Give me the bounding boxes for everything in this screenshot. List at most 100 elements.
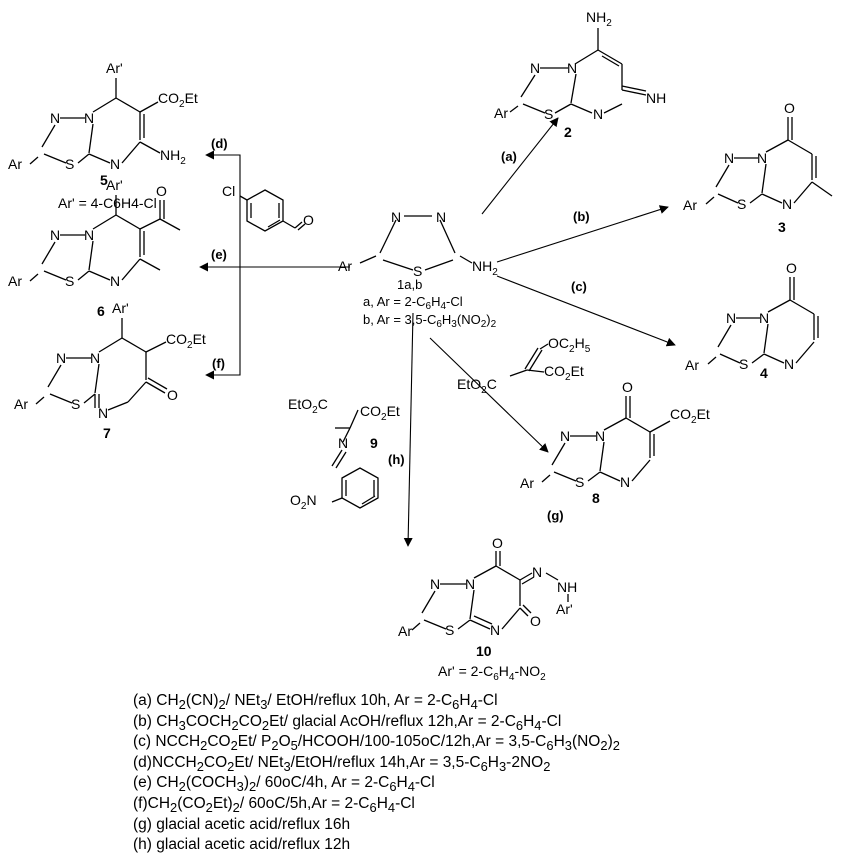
compound-6-o: O xyxy=(156,183,167,199)
compound-10-nh: NH xyxy=(557,579,577,595)
condition-e: (e) CH2(COCH3)2/ 60oC/4h, Ar = 2-C6H4-Cl xyxy=(133,774,435,795)
compound-8-ar: Ar xyxy=(520,475,534,491)
arrow-label-f: (f) xyxy=(212,356,225,371)
nh2-sub: 2 xyxy=(492,267,498,278)
compound-7-s: S xyxy=(71,396,80,412)
compound-10-ar: Ar xyxy=(398,623,412,639)
compound-4-label: 4 xyxy=(760,365,768,381)
compound-7-ester: CO2Et xyxy=(166,331,206,351)
compound-4-o: O xyxy=(786,260,797,276)
compound-4-n-ring: N xyxy=(784,356,794,372)
compound-2-structure: NH2 N N S N NH Ar 2 xyxy=(494,9,666,140)
compound-2-nh: NH xyxy=(646,90,666,106)
compound-6-n-bridge: N xyxy=(84,227,94,243)
compound-1-nh2: NH2 xyxy=(472,258,498,278)
compound-7-o: O xyxy=(167,387,178,403)
compound-6-n-ring: N xyxy=(110,273,120,289)
reaction-arrows xyxy=(199,117,676,547)
compound-6-s: S xyxy=(65,273,74,289)
compound-7-arprime: Ar' xyxy=(112,300,129,316)
compound-2-label: 2 xyxy=(564,124,572,140)
reagent-emme-ester2: CO2Et xyxy=(544,363,584,383)
arrow-label-b: (b) xyxy=(573,209,590,224)
compound-6-n-top: N xyxy=(50,227,60,243)
compound-1-ar: Ar xyxy=(338,258,352,274)
compound-8-n-ring: N xyxy=(620,474,630,490)
reagent-emme-ester1: EtO2C xyxy=(457,376,497,396)
condition-b: (b) CH3COCH2CO2Et/ glacial AcOH/reflux 1… xyxy=(133,712,562,733)
reagent-9-n: N xyxy=(338,435,348,451)
arrow-label-h: (h) xyxy=(388,452,405,467)
arrow-a xyxy=(481,117,559,215)
reagent-9-no2: O2N xyxy=(290,492,317,512)
compound-7-ar: Ar xyxy=(14,396,28,412)
nh2-text: NH xyxy=(472,258,492,274)
reagent-aldehyde-structure: Cl O xyxy=(222,183,314,232)
compound-1-n1: N xyxy=(391,209,401,225)
reagent-9-label: 9 xyxy=(370,435,378,451)
compound-10-n-top: N xyxy=(430,576,440,592)
compound-5-n-ring: N xyxy=(110,156,120,172)
compound-3-n-ring: N xyxy=(782,196,792,212)
compound-4-ar: Ar xyxy=(685,357,699,373)
reagent-emme-oet: OC2H5 xyxy=(548,335,591,355)
reagent-emme-structure: OC2H5 EtO2C CO2Et xyxy=(457,335,591,396)
compound-3-n-bridge: N xyxy=(757,150,767,166)
reagent-9-structure: EtO2C CO2Et N O2N 9 xyxy=(288,396,400,512)
compound-5-n-top: N xyxy=(50,110,60,126)
compound-1-label: 1a,b xyxy=(397,277,422,292)
compound-8-ester: CO2Et xyxy=(670,406,710,426)
compound-10-o-bottom: O xyxy=(530,613,541,629)
compound-5-arprime: Ar' xyxy=(106,60,123,76)
compound-2-n-bridge: N xyxy=(567,60,577,76)
compound-10-n-ring: N xyxy=(490,622,500,638)
arrow-c xyxy=(496,275,676,347)
compound-8-label: 8 xyxy=(592,490,600,506)
arrow-label-d: (d) xyxy=(211,136,228,151)
compound-5-label: 5 xyxy=(100,172,108,188)
compound-10-s: S xyxy=(445,622,454,638)
arrow-label-g: (g) xyxy=(547,508,564,523)
condition-f: (f)CH2(CO2Et)2/ 60oC/5h,Ar = 2-C6H4-Cl xyxy=(133,794,415,816)
compound-1-def-b: b, Ar = 3,5-C6H3(NO2)2 xyxy=(363,312,497,330)
compound-6-structure: Ar' O N N S N Ar 6 xyxy=(8,177,181,319)
compound-8-o: O xyxy=(622,379,633,395)
compound-2-s: S xyxy=(544,106,553,122)
conditions-legend: (a) CH2(CN)2/ NEt3/ EtOH/reflux 10h, Ar … xyxy=(133,691,620,856)
compound-7-n-bridge: N xyxy=(90,350,100,366)
condition-g: (g) glacial acetic acid/reflux 16h xyxy=(133,815,351,833)
reagent-aldehyde-cl: Cl xyxy=(222,183,235,199)
reagent-9-ester2: CO2Et xyxy=(360,403,400,423)
compound-4-structure: O N N S N Ar 4 xyxy=(685,260,819,381)
compound-6-label: 6 xyxy=(97,303,105,319)
compound-5-n-bridge: N xyxy=(84,110,94,126)
compound-7-structure: Ar' CO2Et N N S N O Ar 7 xyxy=(14,300,206,441)
compound-8-n-top: N xyxy=(560,428,570,444)
compound-5-structure: Ar' CO2Et N N S N NH2 Ar 5 Ar' = 4-C6H4-… xyxy=(8,60,198,211)
compound-7-label: 7 xyxy=(103,425,111,441)
arrow-label-e: (e) xyxy=(211,247,227,262)
compound-8-s: S xyxy=(575,474,584,490)
condition-h: (h) glacial acetic acid/reflux 12h xyxy=(133,836,351,854)
reagent-aldehyde-o: O xyxy=(303,212,314,228)
compound-1-s: S xyxy=(413,263,422,279)
compound-10-n-bridge: N xyxy=(465,576,475,592)
compound-5-ar: Ar xyxy=(8,156,22,172)
condition-d: (d)NCCH2CO2Et/ NEt3/EtOH/reflux 14h,Ar =… xyxy=(133,753,551,774)
compound-3-ar: Ar xyxy=(683,197,697,213)
arrow-h xyxy=(403,312,414,547)
compound-4-s: S xyxy=(739,356,748,372)
compound-7-n-ring: N xyxy=(98,405,108,421)
condition-a: (a) CH2(CN)2/ NEt3/ EtOH/reflux 10h, Ar … xyxy=(133,692,498,713)
compound-3-n-top: N xyxy=(724,150,734,166)
compound-10-n-azo: N xyxy=(532,564,542,580)
compound-10-structure: O N NH Ar' N N S N O Ar 10 Ar' = 2-C6H4-… xyxy=(398,535,577,683)
compound-10-arprime: Ar' xyxy=(556,601,573,617)
arrow-label-c: (c) xyxy=(571,279,587,294)
arrow-f-stem xyxy=(205,267,241,380)
compound-10-o-top: O xyxy=(492,535,503,551)
compound-10-ar-def: Ar' = 2-C6H4-NO2 xyxy=(438,663,546,683)
compound-2-nh2: NH2 xyxy=(586,9,612,29)
compound-2-n-ring: N xyxy=(593,106,603,122)
